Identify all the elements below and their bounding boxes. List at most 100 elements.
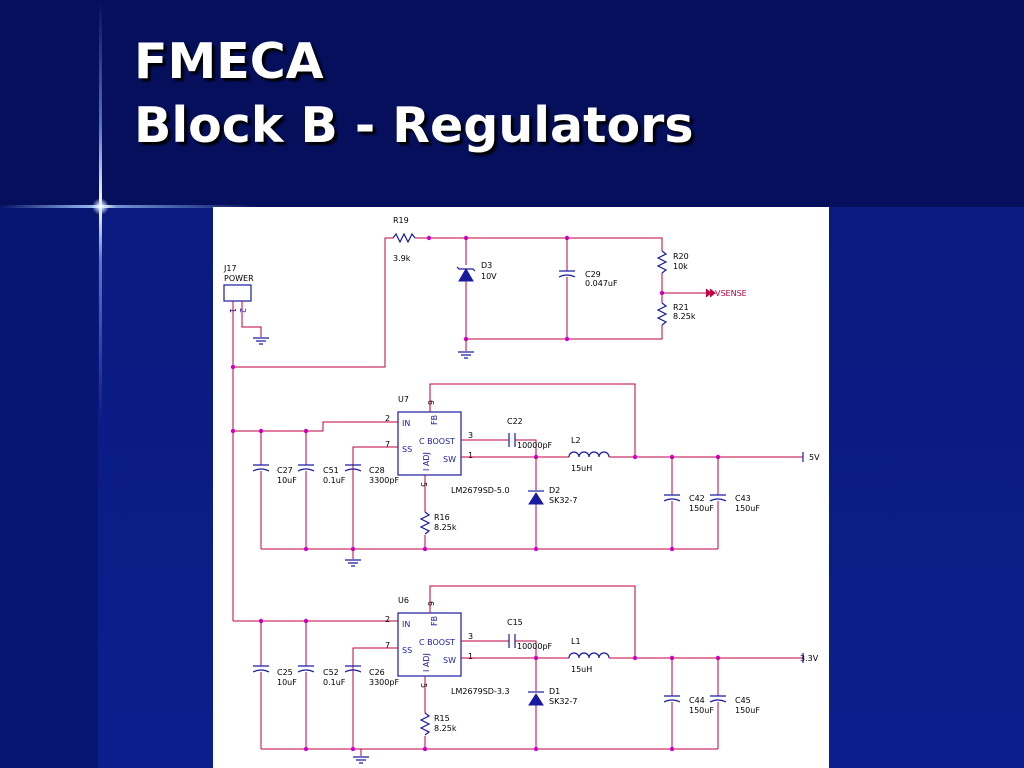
- ground-icon: [253, 337, 269, 345]
- u6-pin-cboost: C BOOST: [419, 638, 455, 647]
- r21-value: 8.25k: [673, 312, 696, 321]
- r15-resistor: [419, 712, 431, 736]
- r19-feed-wire: [233, 237, 393, 368]
- r20-value: 10k: [673, 262, 688, 271]
- l1-ref: L1: [571, 637, 581, 646]
- r16-value: 8.25k: [434, 523, 457, 532]
- c42-value: 150uF: [689, 504, 714, 513]
- r19-resistor: [392, 232, 416, 244]
- c42-ref: C42: [689, 494, 705, 503]
- schematic-image: J17 POWER 1 2 R19 3.9k D3 10V C29 0.047u…: [213, 207, 829, 768]
- u6-pin-3: 3: [468, 632, 473, 641]
- u6-pin-ss: SS: [402, 646, 412, 655]
- c51-ref: C51: [323, 466, 339, 475]
- ground-icon: [345, 559, 361, 567]
- c15-capacitor: [508, 634, 516, 648]
- c45-ref: C45: [735, 696, 751, 705]
- l1-inductor: [568, 652, 610, 659]
- d3-value: 10V: [481, 272, 497, 281]
- c43-value: 150uF: [735, 504, 760, 513]
- c26-capacitor: [344, 665, 362, 673]
- c25-value: 10uF: [277, 678, 297, 687]
- r21-resistor: [656, 302, 668, 326]
- u7-output-label: 5V: [809, 453, 820, 462]
- left-band: [0, 207, 98, 768]
- r16-ref: R16: [434, 513, 450, 522]
- u6-ref: U6: [398, 596, 409, 605]
- u7-ss-wire: [352, 446, 398, 549]
- l2-ref: L2: [571, 436, 581, 445]
- u7-ref: U7: [398, 395, 409, 404]
- u7-pin-in: IN: [402, 419, 410, 428]
- lens-flare-star: [92, 198, 109, 215]
- ground-icon: [353, 756, 369, 764]
- c29-capacitor: [558, 270, 576, 278]
- c27-value: 10uF: [277, 476, 297, 485]
- c29-ref: C29: [585, 270, 601, 279]
- c44-value: 150uF: [689, 706, 714, 715]
- u6-chip: [397, 612, 462, 677]
- u6-pin-iadj: I ADJ: [422, 653, 431, 672]
- title-line-2: Block B - Regulators: [134, 97, 694, 154]
- c25-capacitor: [252, 665, 270, 673]
- c43-capacitor: [709, 494, 727, 502]
- u6-part: LM2679SD-3.3: [451, 687, 510, 696]
- r15-value: 8.25k: [434, 724, 457, 733]
- j17-name: POWER: [224, 274, 254, 283]
- lens-flare-horizontal: [0, 205, 260, 208]
- c52-capacitor: [297, 665, 315, 673]
- u7-pin-1: 1: [468, 451, 473, 460]
- d2-ref: D2: [549, 486, 560, 495]
- u7-part: LM2679SD-5.0: [451, 486, 510, 495]
- c52-ref: C52: [323, 668, 339, 677]
- r19-ref: R19: [393, 216, 409, 225]
- u7-pin-fb: FB: [430, 415, 439, 425]
- u7-in-wire: [233, 421, 398, 432]
- c44-ref: C44: [689, 696, 705, 705]
- c51-value: 0.1uF: [323, 476, 346, 485]
- c45-value: 150uF: [735, 706, 760, 715]
- title-band: [0, 0, 1024, 207]
- c26-value: 3300pF: [369, 678, 399, 687]
- u6-pin-in: IN: [402, 620, 410, 629]
- u7-pin-7: 7: [385, 440, 390, 449]
- u6-boost-wire: [461, 640, 537, 658]
- c22-ref: C22: [507, 417, 523, 426]
- c29-value: 0.047uF: [585, 279, 618, 288]
- c28-value: 3300pF: [369, 476, 399, 485]
- c43-ref: C43: [735, 494, 751, 503]
- d2-value: SK32-7: [549, 496, 577, 505]
- ground-icon: [458, 351, 474, 359]
- u6-ss-wire: [352, 647, 398, 749]
- u6-pin-fb: FB: [430, 616, 439, 626]
- u7-pin-cboost: C BOOST: [419, 437, 455, 446]
- l1-value: 15uH: [571, 665, 592, 674]
- u6-pin-5: 5: [419, 683, 428, 688]
- r15-ref: R15: [434, 714, 450, 723]
- c28-capacitor: [344, 464, 362, 472]
- u7-pin-2: 2: [385, 414, 390, 423]
- d2-diode: [528, 492, 544, 505]
- c15-ref: C15: [507, 618, 523, 627]
- u6-pin-7: 7: [385, 641, 390, 650]
- r21-ref: R21: [673, 303, 689, 312]
- u6-pin-1: 1: [468, 652, 473, 661]
- d1-diode: [528, 693, 544, 706]
- u7-pin-5: 5: [419, 482, 428, 487]
- c26-ref: C26: [369, 668, 385, 677]
- r16-resistor: [419, 511, 431, 535]
- d3-ref: D3: [481, 261, 492, 270]
- c28-ref: C28: [369, 466, 385, 475]
- u7-pin-sw: SW: [443, 455, 456, 464]
- u7-boost-wire: [461, 439, 537, 457]
- vsense-arrow-icon: [705, 288, 716, 298]
- c42-capacitor: [663, 494, 681, 502]
- u6-output-label: 3.3V: [800, 654, 819, 663]
- c22-capacitor: [508, 433, 516, 447]
- u6-fb-wire: [429, 585, 636, 658]
- u6-pin-sw: SW: [443, 656, 456, 665]
- r19-value: 3.9k: [393, 254, 411, 263]
- u7-pin-iadj: I ADJ: [422, 452, 431, 471]
- u7-pin-ss: SS: [402, 445, 412, 454]
- vsense-label: VSENSE: [715, 289, 747, 298]
